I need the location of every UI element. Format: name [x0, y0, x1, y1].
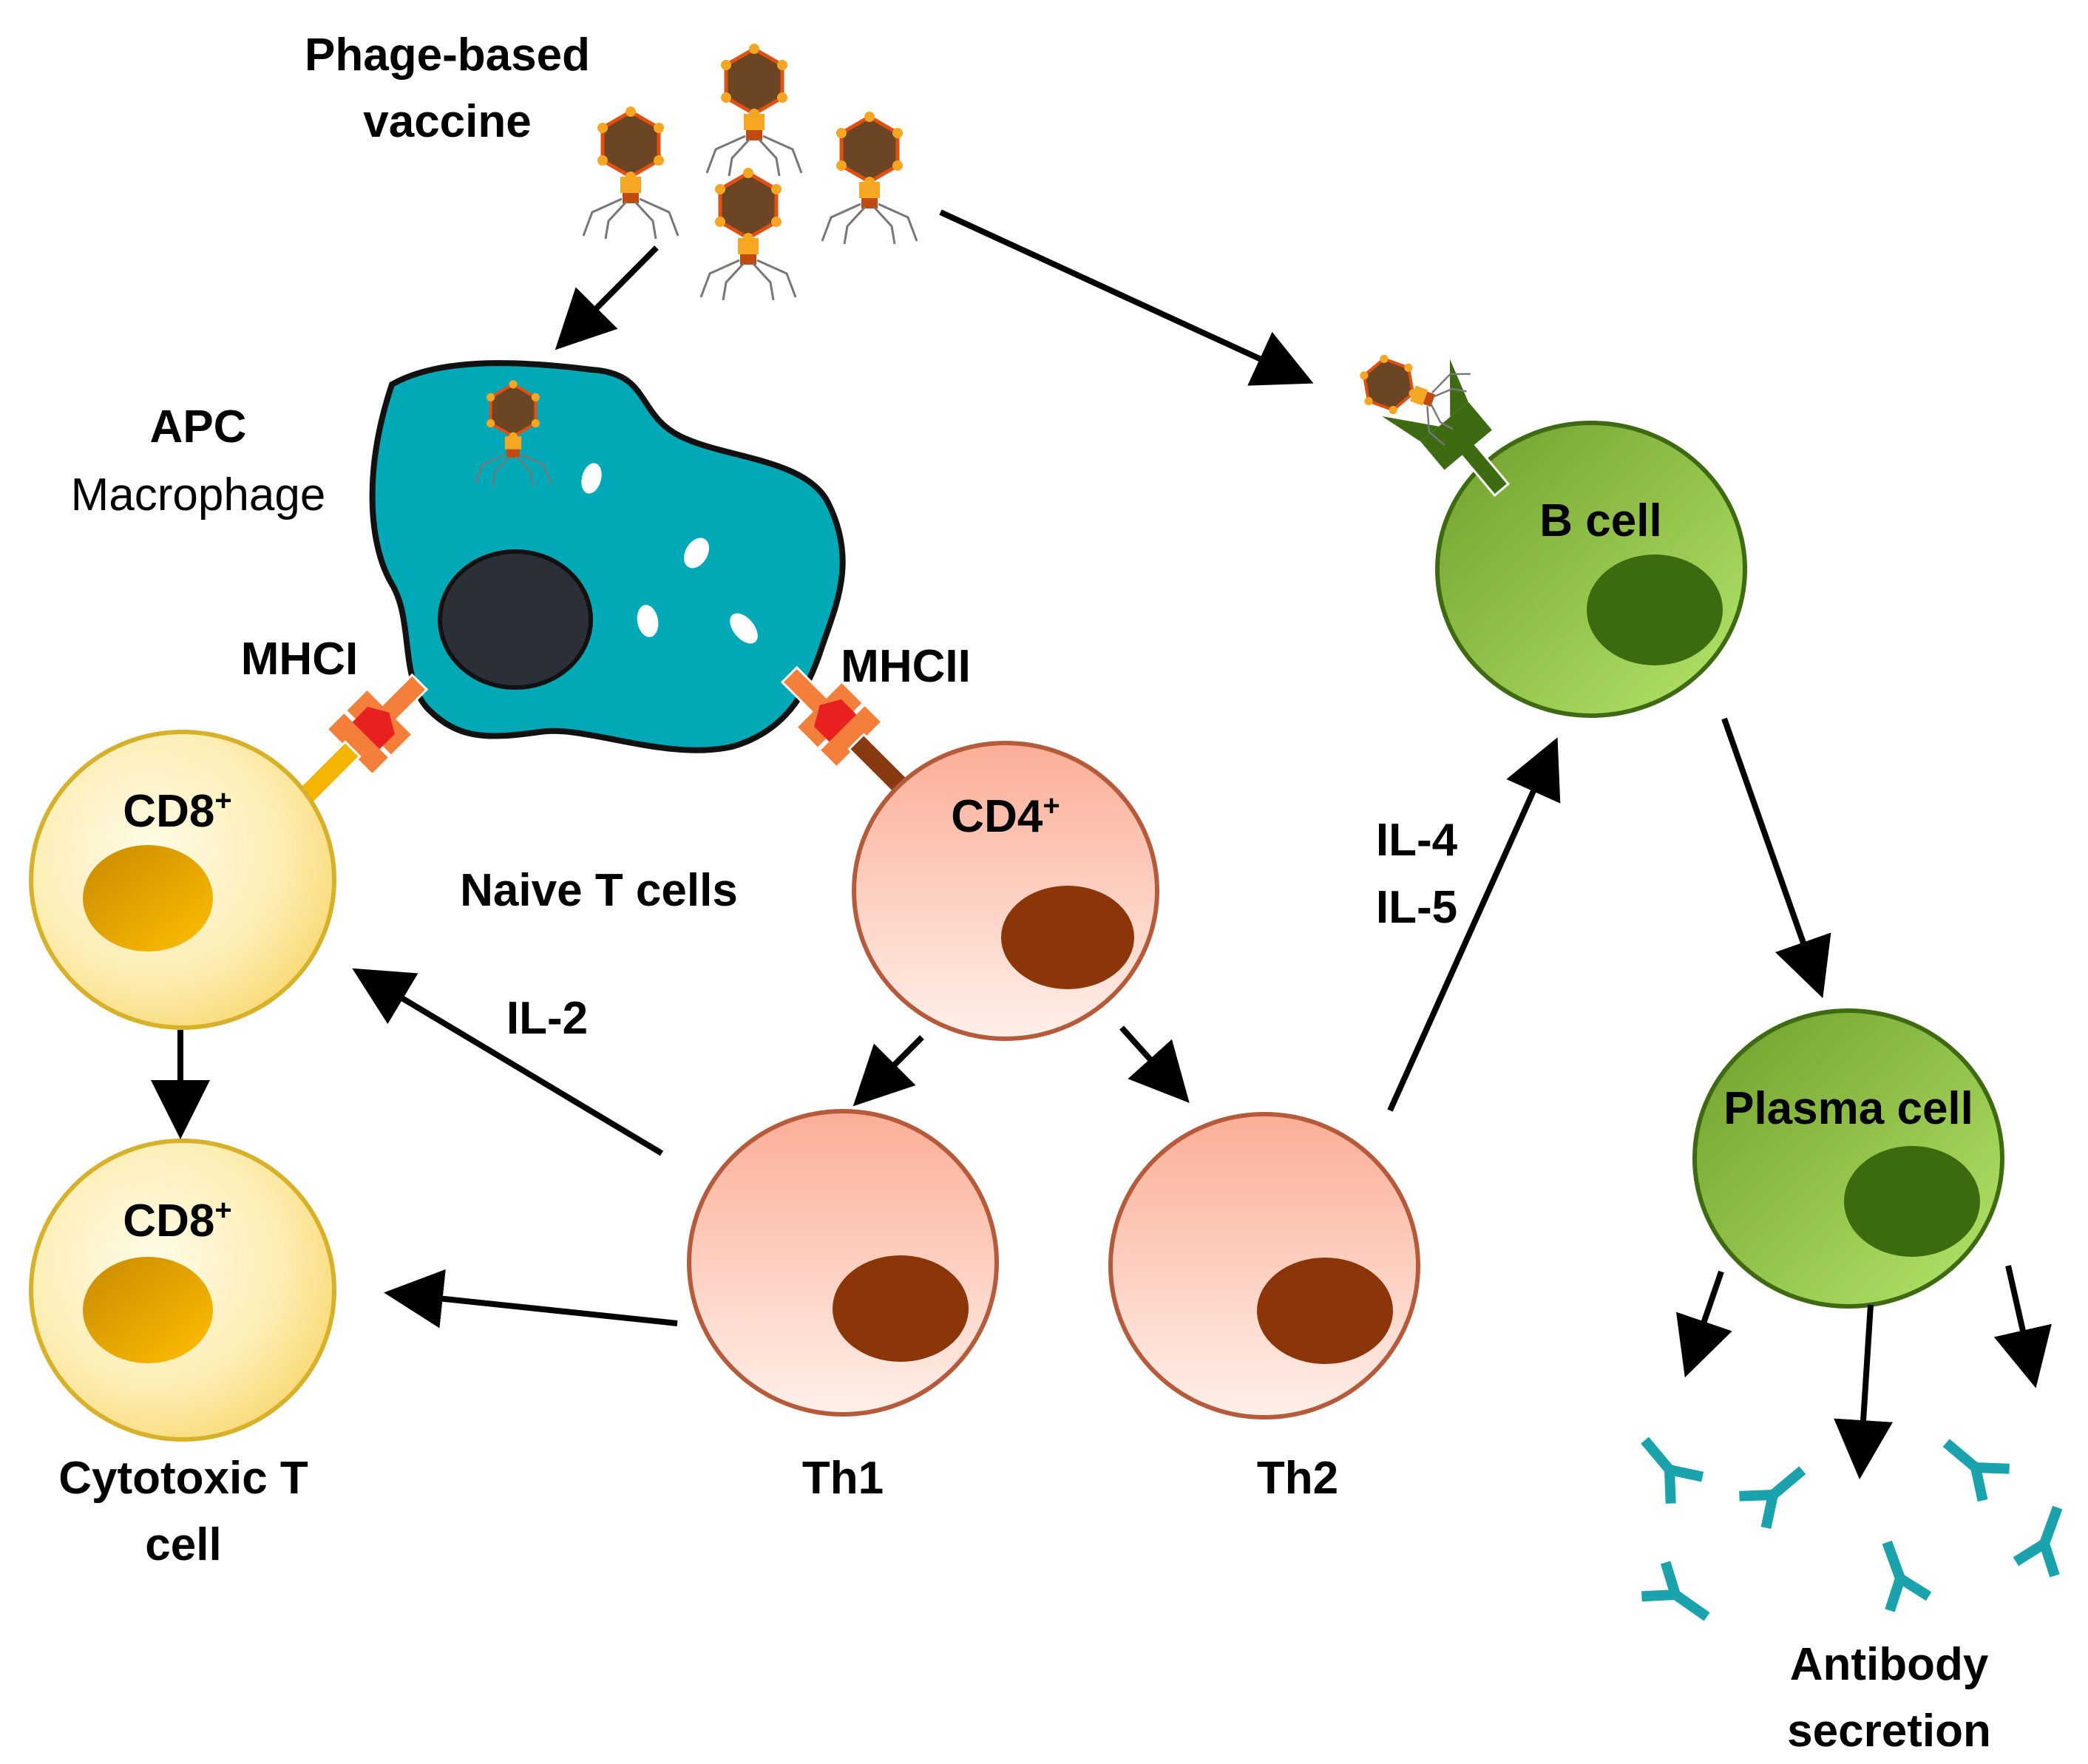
- arrow-group: [151, 717, 2052, 1479]
- cd4-naive-t-cell: [852, 741, 1159, 1041]
- cd8-nucleus: [83, 1257, 213, 1363]
- apc-label: APC: [150, 401, 247, 452]
- antibody-secretion-label-line2: secretion: [1787, 1706, 1991, 1757]
- th1-label: Th1: [802, 1453, 884, 1504]
- b-cell-label: B cell: [1539, 495, 1661, 546]
- arrow-phage-to-apc: [555, 245, 659, 350]
- plasma-cell-nucleus: [1844, 1146, 1980, 1257]
- phage-vaccine-label-line2: vaccine: [363, 96, 532, 147]
- antibody-icon: [1933, 1427, 2009, 1500]
- cd8-label-bottom: CD8+: [123, 1194, 231, 1246]
- cd8-cytotoxic-t-cell: [29, 1139, 336, 1442]
- arrow-plasma-to-antibody: [1675, 1270, 1732, 1378]
- arrow-bcell-to-plasma: [1721, 717, 1831, 999]
- cytotoxic-t-cell-label-line2: cell: [145, 1519, 221, 1570]
- cd4-nucleus: [1001, 886, 1134, 989]
- th1-nucleus: [833, 1255, 969, 1362]
- antibody-icon: [1868, 1536, 1929, 1611]
- macrophage-label: Macrophage: [71, 469, 326, 520]
- arrow-cd4-to-th2: [1119, 1025, 1190, 1103]
- arrow-th2-to-bcell: [1387, 737, 1561, 1112]
- phage-vaccine-group: [583, 44, 917, 300]
- cd8-label-top: CD8+: [123, 784, 231, 837]
- arrow-phage-to-bcell: [939, 209, 1314, 386]
- naive-t-cells-label: Naive T cells: [460, 865, 738, 916]
- cytotoxic-t-cell-label-line1: Cytotoxic T: [58, 1453, 308, 1504]
- th2-nucleus: [1257, 1258, 1393, 1364]
- arrow-plasma-to-antibody: [1834, 1304, 1893, 1479]
- bacteriophage-icon: [583, 106, 678, 239]
- arrow-cd4-to-th1: [853, 1035, 924, 1107]
- il4-label: IL-4: [1376, 815, 1458, 866]
- mhci-label: MHCI: [241, 634, 358, 685]
- antibody-secretion-label-line1: Antibody: [1790, 1639, 1989, 1690]
- th2-cell: [1108, 1112, 1420, 1419]
- b-cell: [1347, 339, 1747, 718]
- arrow-th1-to-cd8: [352, 968, 664, 1156]
- cd4-label: CD4+: [951, 790, 1060, 842]
- th2-label: Th2: [1257, 1453, 1338, 1504]
- cd8-nucleus: [83, 845, 213, 951]
- il5-label: IL-5: [1376, 882, 1457, 933]
- antibody-icon: [1629, 1427, 1702, 1503]
- antibody-group: [1629, 1427, 2077, 1634]
- arrow-plasma-to-antibody: [1993, 1265, 2052, 1388]
- b-cell-nucleus: [1587, 554, 1723, 665]
- cd8-naive-t-cell: [29, 730, 336, 1030]
- macrophage-nucleus: [438, 549, 593, 690]
- phage-vaccine-label-line1: Phage-based: [305, 30, 590, 81]
- plasma-cell: [1692, 1008, 2004, 1309]
- bacteriophage-icon: [822, 112, 917, 244]
- antibody-icon: [1641, 1562, 1718, 1633]
- mhcii-label: MHCII: [841, 641, 971, 692]
- bacteriophage-icon: [707, 44, 801, 176]
- macrophage-cell: [369, 360, 846, 753]
- bacteriophage-icon: [701, 168, 796, 300]
- th1-cell: [687, 1109, 999, 1417]
- plasma-cell-label: Plasma cell: [1723, 1083, 1973, 1134]
- mhci-receptor-complex: [294, 673, 429, 808]
- il2-label: IL-2: [506, 993, 588, 1044]
- arrow-th1-to-cytotoxic: [384, 1269, 678, 1329]
- antibody-icon: [1739, 1454, 1815, 1527]
- antibody-icon: [2016, 1501, 2077, 1576]
